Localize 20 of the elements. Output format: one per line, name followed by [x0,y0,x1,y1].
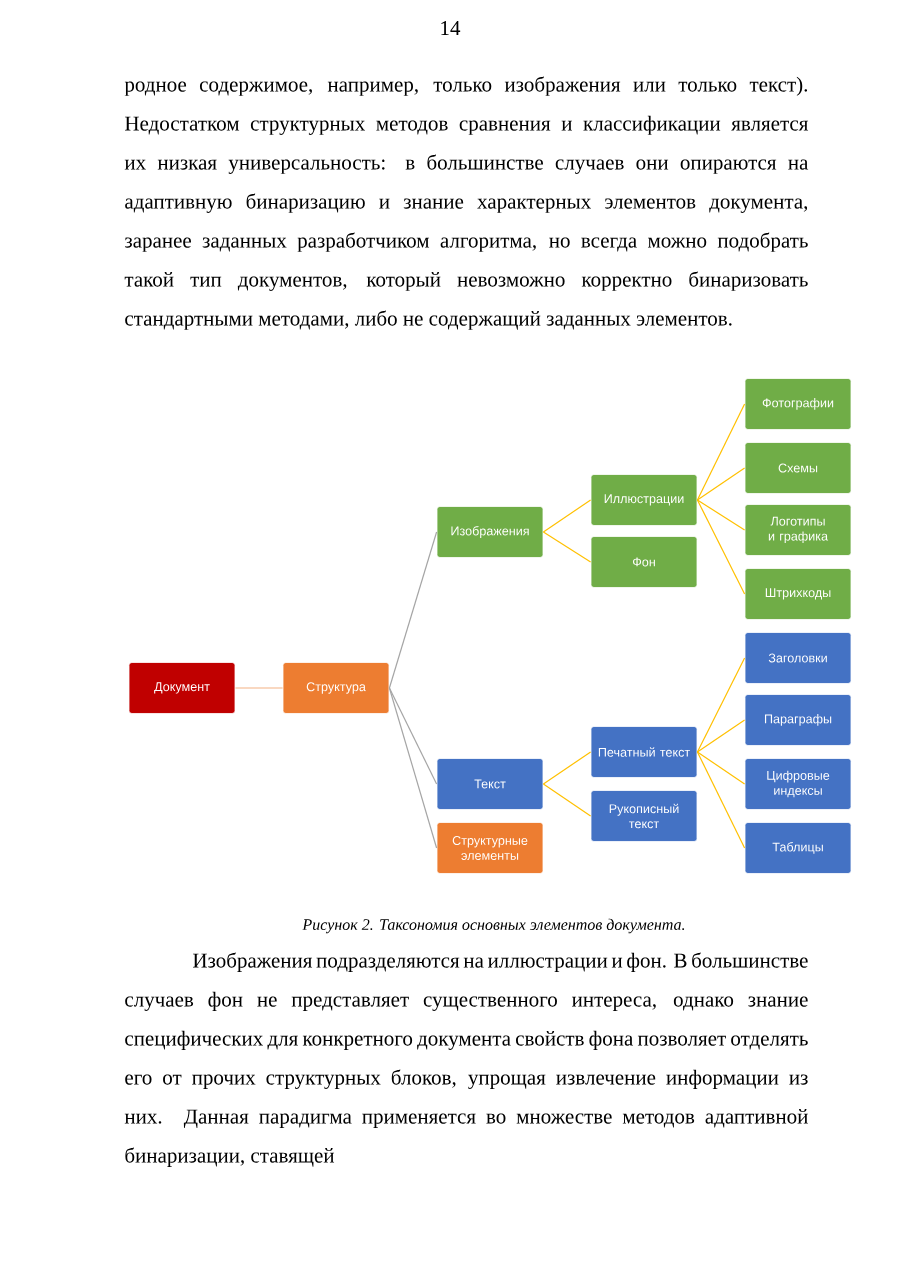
connector-line [696,751,746,849]
paragraph: родное содержимое, например, только изображения или только текст). Недостатком структурных методов сравнения и классификации является их низкая универсальность: в большинстве случаев они опираются на адаптивную бинаризацию и знание характерных элементов документа, заранее заданных разработчиком алгоритма, но всегда можно подобрать такой тип документов, который невозможно корректно бинаризовать стандартными методами, либо не содержащий заданных элементов. [124,76,809,330]
connector-line [542,499,592,533]
connector-line [388,531,438,689]
connector-line [542,751,592,785]
figure-caption: Рисунок 2. Таксономия основных элементов документа. [302,918,685,934]
connector-line [696,657,746,753]
connector-line [696,499,746,595]
connector-line [542,783,592,817]
paragraph: Изображения подразделяются на иллюстрации и фон. В большинстве случаев фон не представляет существенного интереса, однако знание специфических для конкретного документа свойств фона позволяет отделять его от прочих структурных блоков, упрощая извлечение информации из них. Данная парадигма применяется во множестве методов адаптивной бинаризации, ставящей [124,952,808,1167]
connector-line [234,687,284,689]
connector-line [696,499,746,531]
connector-line [542,531,592,563]
page-number: 14 [441,21,461,35]
connector-line [696,719,746,753]
connector-line [388,687,438,849]
connector-line [696,403,746,501]
connector-line [388,687,438,785]
connector-line [696,467,746,501]
connector-line [696,751,746,785]
